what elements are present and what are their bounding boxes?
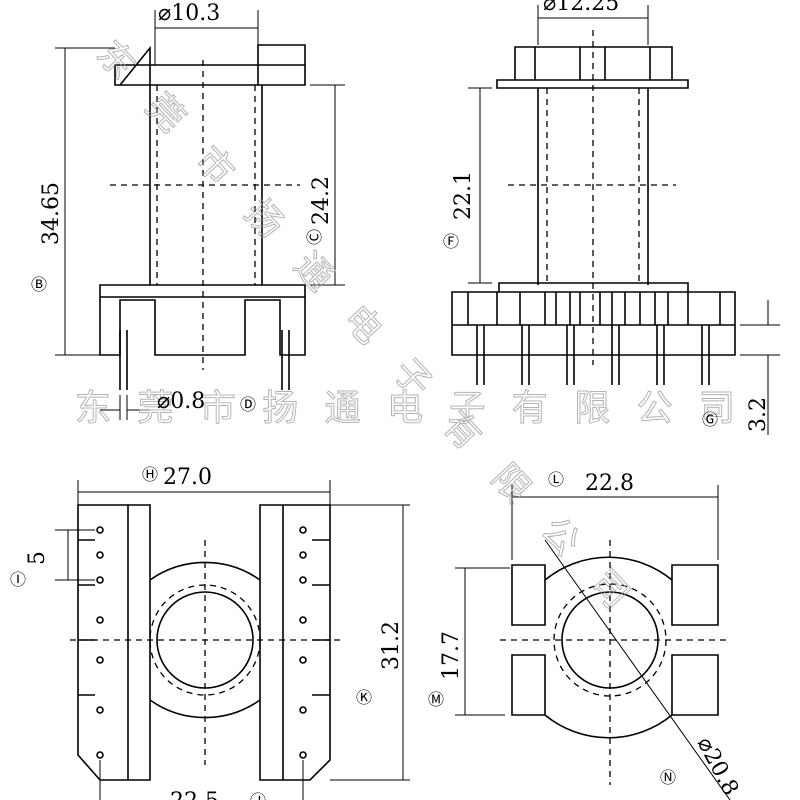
dim-c-value: 24.2: [309, 176, 334, 225]
dim-g-value: 3.2: [746, 397, 771, 432]
dim-j-marker: Ⓙ: [250, 791, 266, 800]
dim-h-marker: Ⓗ: [142, 465, 158, 484]
dim-e-value: ⌀12.25: [543, 0, 619, 16]
side-view: [451, 5, 780, 435]
dim-n-value: ⌀20.8: [692, 733, 743, 800]
dim-j-value: 22.5: [170, 789, 219, 800]
dim-d-marker: Ⓓ: [240, 395, 256, 414]
dim-i-marker: Ⓘ: [10, 570, 26, 589]
dim-l-value: 22.8: [585, 471, 634, 496]
dim-h-value: 27.0: [163, 465, 212, 490]
dim-n-marker: Ⓝ: [660, 768, 676, 787]
dim-d-value: ⌀0.8: [157, 389, 205, 414]
front-view: [55, 10, 345, 420]
dim-c-marker: Ⓒ: [305, 229, 324, 245]
dim-i-value: 5: [25, 551, 50, 565]
dim-b-marker: Ⓑ: [31, 275, 47, 294]
dim-b-value: 34.65: [39, 182, 64, 245]
dim-f-marker: Ⓕ: [443, 232, 459, 251]
dim-m-marker: Ⓜ: [428, 690, 444, 709]
dim-k-marker: Ⓚ: [356, 688, 372, 707]
dim-k-value: 31.2: [379, 621, 404, 670]
top-view: [455, 485, 731, 800]
bottom-view: [55, 480, 410, 800]
dim-l-marker: Ⓛ: [548, 470, 564, 489]
dim-g-marker: Ⓖ: [702, 410, 718, 429]
dim-a-value: ⌀10.3: [158, 1, 220, 26]
dim-m-value: 17.7: [439, 631, 464, 680]
dim-f-value: 22.1: [451, 171, 476, 220]
